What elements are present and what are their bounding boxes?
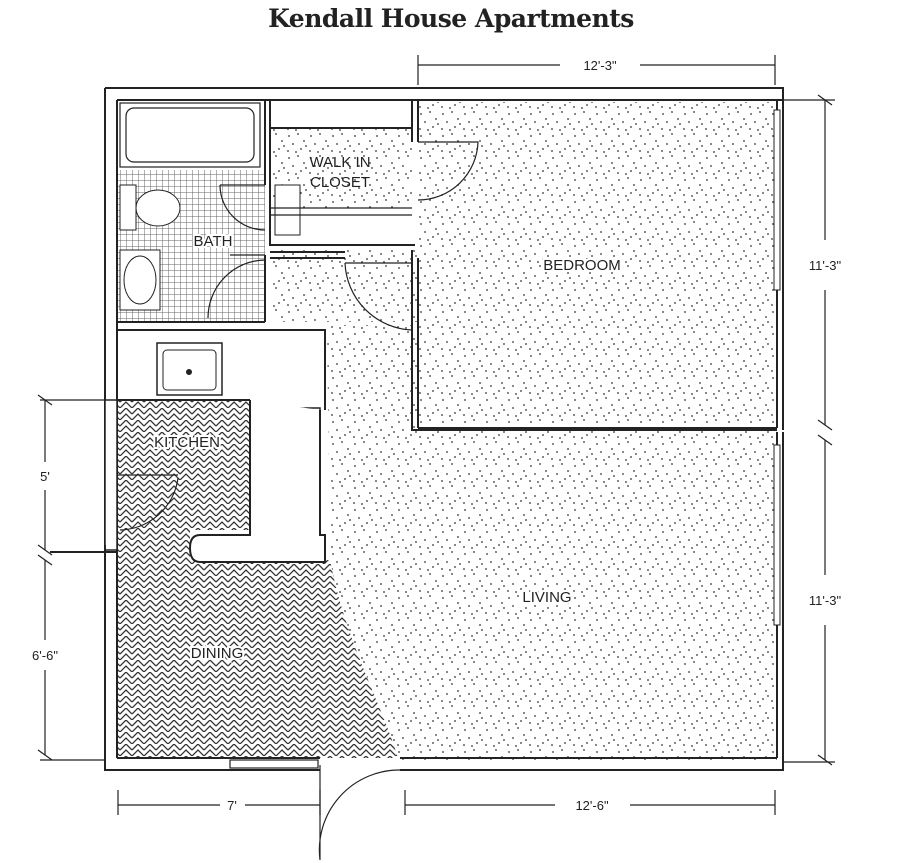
closet-shelf	[270, 184, 412, 236]
bath-sink	[119, 249, 161, 311]
dimension-right-lower: 11'-3"	[809, 593, 842, 608]
living-floor	[327, 325, 777, 760]
dimension-top: 12'-3"	[583, 58, 617, 73]
bathtub	[119, 102, 261, 168]
room-label-kitchen: KITCHEN	[154, 434, 220, 451]
room-label-dining: DINING	[191, 645, 244, 662]
dimension-bottom-right: 12'-6"	[575, 798, 609, 813]
dimension-bottom-left: 7'	[227, 798, 237, 813]
bedroom-floor	[272, 102, 777, 426]
dining-floor	[117, 400, 398, 758]
counter	[188, 400, 326, 563]
room-label-closet: WALK IN	[309, 154, 370, 171]
dimension-left-upper: 5'	[40, 469, 50, 484]
room-label-bath: BATH	[194, 233, 233, 250]
toilet	[119, 184, 181, 231]
room-label-closet-2: CLOSET	[310, 174, 370, 191]
exterior-walls	[50, 87, 784, 771]
page-title: Kendall House Apartments	[268, 4, 634, 33]
dimension-left-lower: 6'-6"	[32, 648, 58, 663]
room-label-bedroom: BEDROOM	[543, 257, 621, 274]
room-label-living: LIVING	[522, 589, 571, 606]
dimension-right-upper: 11'-3"	[809, 258, 842, 273]
interior-walls	[117, 100, 777, 431]
kitchen-sink	[156, 342, 223, 396]
dimension-lines	[37, 55, 835, 815]
